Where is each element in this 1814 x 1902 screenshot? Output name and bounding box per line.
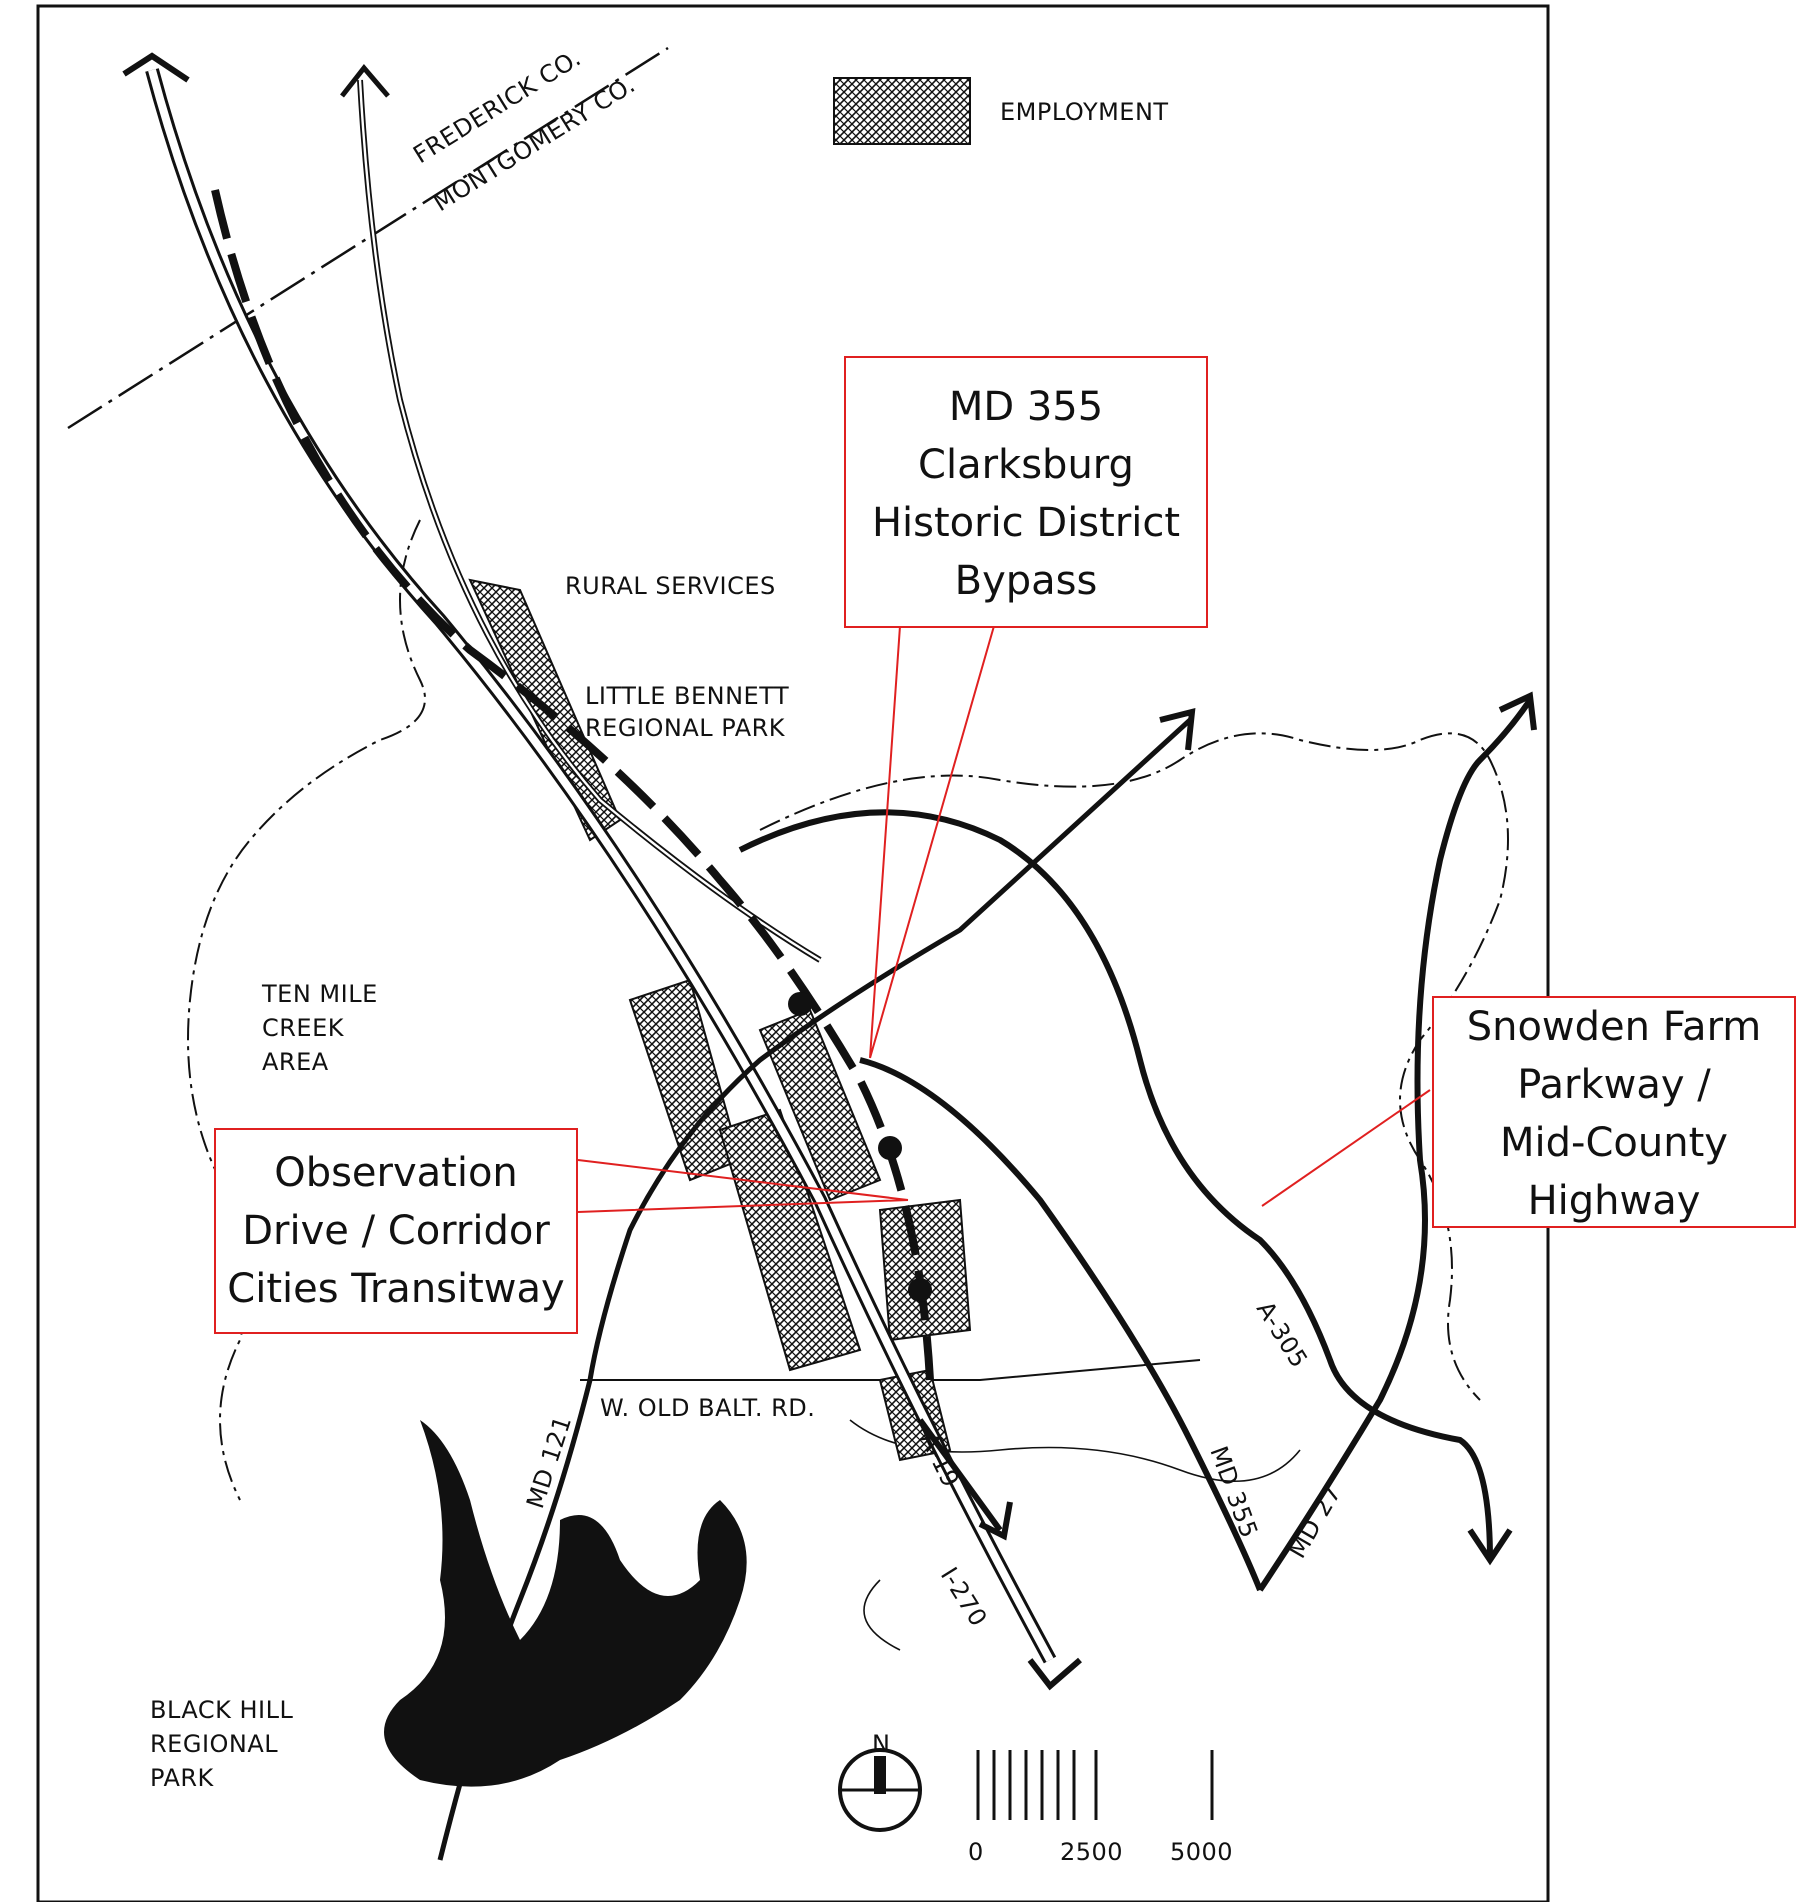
- callout-leader-md355: [869, 625, 995, 1059]
- callout-line: Clarksburg: [918, 442, 1134, 488]
- md355-arrow-north: [340, 64, 390, 98]
- observation-drive: [437, 718, 1192, 1861]
- black-hill-lake: [384, 1420, 747, 1787]
- ten-mile-label-1: TEN MILE: [261, 980, 378, 1008]
- employment-area: [718, 1108, 862, 1372]
- north-label: N: [872, 1730, 890, 1758]
- scale-label-0: 0: [968, 1838, 984, 1866]
- callout-line: Mid-County: [1500, 1120, 1728, 1166]
- callout-line: Historic District: [871, 500, 1181, 546]
- map-frame: [36, 4, 1550, 1902]
- callout-line: Parkway /: [1517, 1062, 1711, 1108]
- callout-leader-snowden: [1261, 1089, 1431, 1207]
- black-hill-label-3: PARK: [150, 1764, 215, 1792]
- callout-md355-bypass: MD 355 Clarksburg Historic District Bypa…: [844, 356, 1208, 628]
- old-balt-road: [580, 1359, 1201, 1381]
- callout-observation-drive: Observation Drive / Corridor Cities Tran…: [214, 1128, 578, 1334]
- stream-line: [863, 1579, 901, 1651]
- employment-legend-label: EMPLOYMENT: [1000, 98, 1169, 126]
- transit-station: [908, 1278, 932, 1302]
- a19-arrow: [978, 1501, 1013, 1541]
- ten-mile-label-3: AREA: [262, 1048, 329, 1076]
- transit-station: [788, 992, 812, 1016]
- snowden-arrow-south: [1467, 1528, 1513, 1566]
- black-hill-label-1: BLACK HILL: [150, 1696, 294, 1724]
- employment-area: [758, 1008, 882, 1202]
- callout-line: Observation: [274, 1150, 518, 1196]
- scale-label-2500: 2500: [1060, 1838, 1123, 1866]
- employment-legend-swatch: [833, 77, 971, 145]
- snowden-farm-parkway: [738, 809, 1493, 1561]
- little-bennett-label-1: LITTLE BENNETT: [585, 682, 789, 710]
- callout-line: Cities Transitway: [227, 1266, 565, 1312]
- scale-bar: [976, 1750, 1214, 1820]
- i270-arrow-south: [1027, 1657, 1082, 1691]
- a19-road: [917, 1418, 1003, 1532]
- callout-leader-observation: [577, 1159, 909, 1213]
- scale-label-5000: 5000: [1170, 1838, 1233, 1866]
- i270-arrow-north: [122, 52, 190, 83]
- md27-arrow: [1498, 691, 1537, 731]
- old-balt-label: W. OLD BALT. RD.: [600, 1394, 815, 1422]
- observation-arrow: [1159, 708, 1196, 751]
- md355-road: [859, 1057, 1263, 1592]
- little-bennett-label-2: REGIONAL PARK: [585, 714, 786, 742]
- callout-snowden-farm: Snowden Farm Parkway / Mid-County Highwa…: [1432, 996, 1796, 1228]
- transit-station: [878, 1136, 902, 1160]
- ten-mile-label-2: CREEK: [262, 1014, 345, 1042]
- callout-line: Highway: [1527, 1178, 1701, 1224]
- callout-line: Bypass: [954, 558, 1098, 604]
- rural-services-label: RURAL SERVICES: [565, 572, 776, 600]
- callout-line: Drive / Corridor: [242, 1208, 550, 1254]
- callout-line: Snowden Farm: [1466, 1004, 1762, 1050]
- callout-line: MD 355: [948, 384, 1104, 430]
- black-hill-label-2: REGIONAL: [150, 1730, 278, 1758]
- county-line: [67, 46, 669, 430]
- employment-area: [878, 1198, 972, 1342]
